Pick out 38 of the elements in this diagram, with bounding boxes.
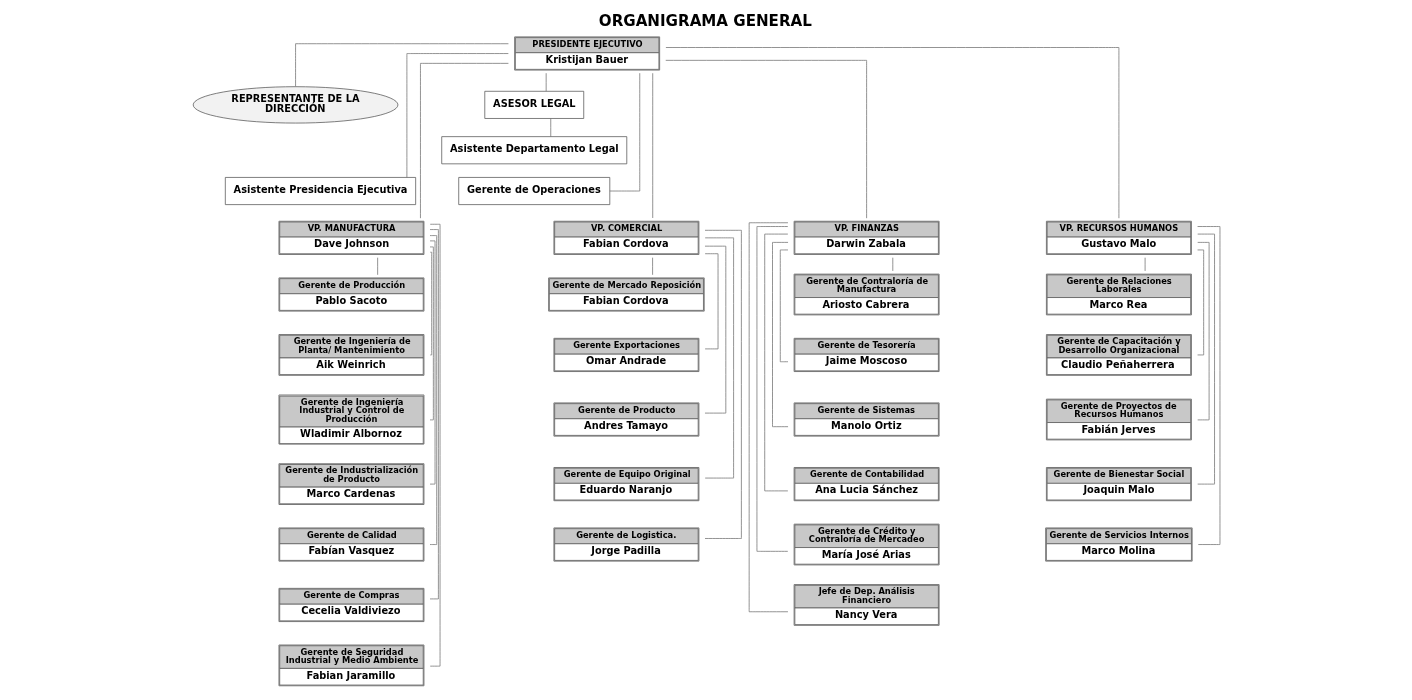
connector (704, 229, 742, 539)
connector (763, 233, 788, 492)
connector (429, 246, 434, 421)
connector (429, 223, 440, 667)
connector (1144, 257, 1145, 272)
connector (406, 53, 509, 178)
connector (608, 72, 640, 192)
connector (429, 251, 432, 356)
connector (664, 59, 867, 219)
node-box: Asistente Departamento Legal (440, 136, 627, 165)
connector (1196, 249, 1204, 356)
connector (779, 249, 788, 363)
connector (1196, 226, 1220, 545)
diagram-title: ORGANIGRAMA GENERAL (598, 11, 812, 30)
node-box: Asistente Presidencia Ejecutiva (224, 177, 416, 205)
connector (376, 257, 378, 276)
connector (419, 63, 509, 219)
connector (545, 72, 547, 92)
connector (704, 237, 734, 479)
connector (429, 235, 437, 545)
connector (704, 245, 726, 414)
connector (771, 242, 788, 428)
node-box: ASESOR LEGAL (483, 90, 584, 119)
connector (294, 43, 509, 87)
connector (1196, 233, 1215, 485)
node-box: Gerente de Operaciones (457, 177, 610, 205)
connector (756, 226, 788, 552)
connector (665, 47, 1119, 219)
connector (1196, 242, 1209, 421)
connector (891, 257, 893, 272)
connector (748, 222, 788, 613)
connector (549, 118, 551, 137)
connector (651, 72, 653, 219)
connector (651, 257, 653, 276)
connector (704, 253, 718, 350)
connector (429, 229, 439, 600)
connector (429, 240, 435, 485)
node-ellipse: REPRESENTANTE DE LA DIRECCIÓN (192, 86, 398, 124)
